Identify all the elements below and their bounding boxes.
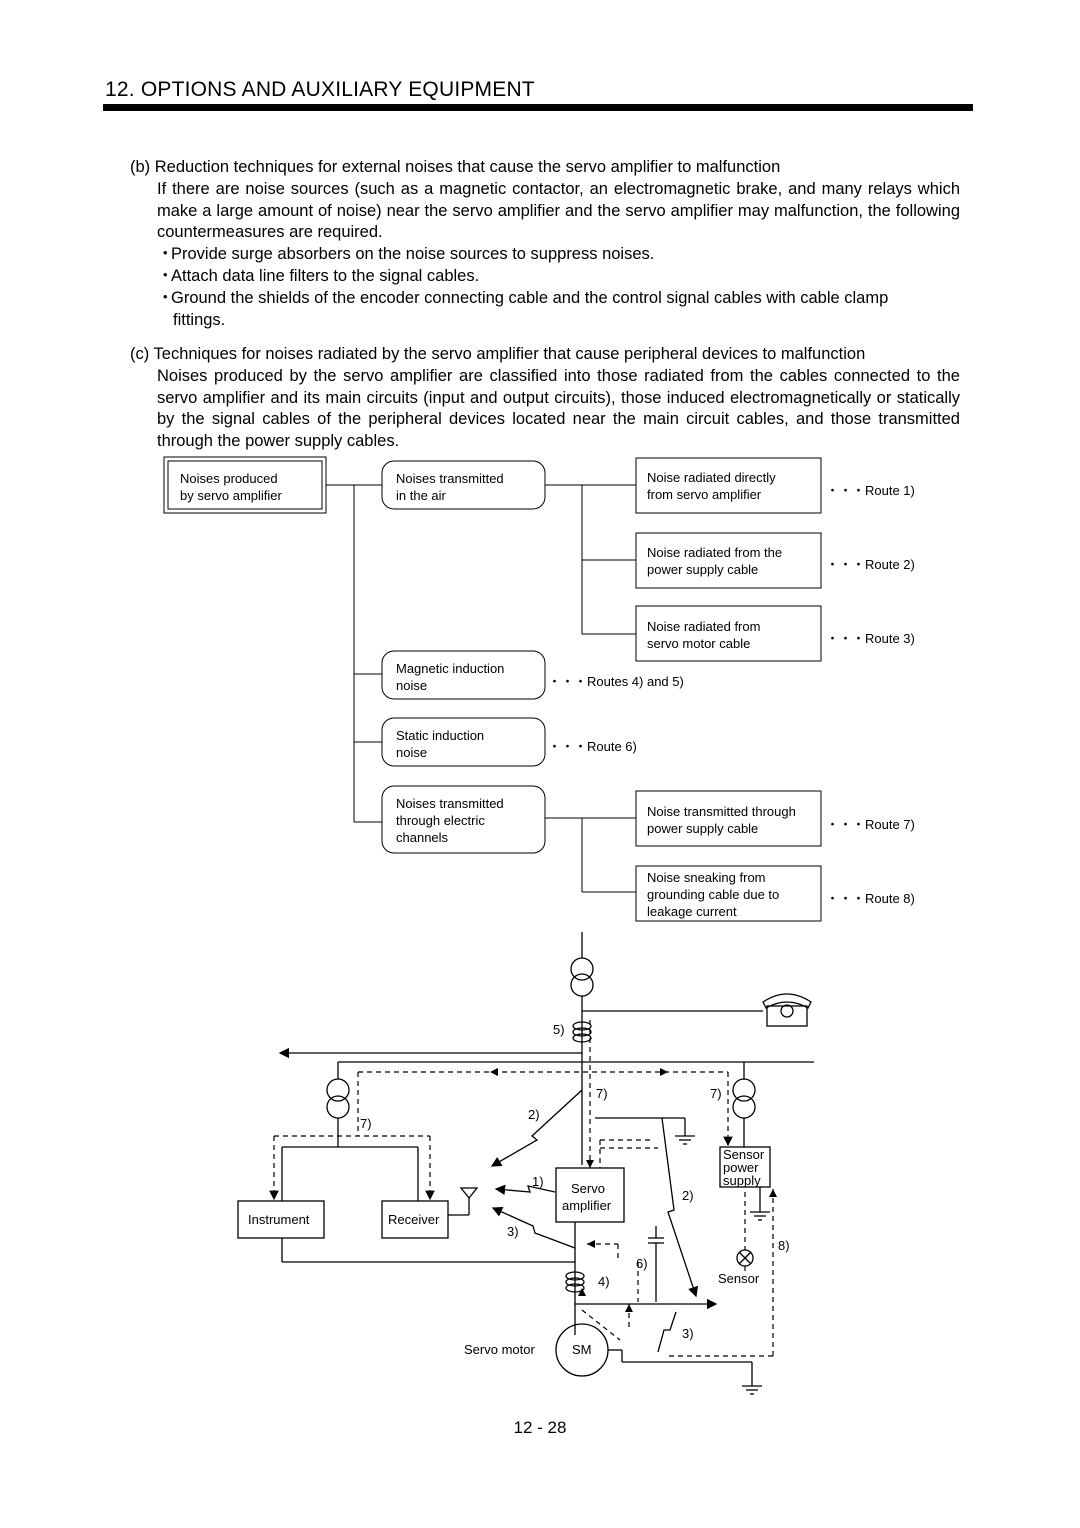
route-marker-1: 1) [532, 1174, 544, 1189]
section-b-body: If there are noise sources (such as a ma… [157, 179, 960, 242]
root-line-2: by servo amplifier [180, 488, 283, 503]
sensor-supply-line-2: power [723, 1160, 759, 1175]
section-c: (c) Techniques for noises radiated by th… [130, 344, 960, 453]
route-7-label: ・・・Route 7) [826, 817, 915, 832]
leaf8-line-1: Noise sneaking from [647, 870, 766, 885]
leaf2-line-2: power supply cable [647, 562, 758, 577]
static-line-1: Static induction [396, 728, 484, 743]
sensor-supply-line-1: Sensor [723, 1147, 765, 1162]
bullet-2: ・Attach data line filters to the signal … [157, 266, 480, 285]
leaf7-line-1: Noise transmitted through [647, 804, 796, 819]
receiver-label: Receiver [388, 1212, 440, 1227]
leaf8-line-2: grounding cable due to [647, 887, 779, 902]
leaf2-line-1: Noise radiated from the [647, 545, 782, 560]
routes-4-5-label: ・・・Routes 4) and 5) [548, 674, 684, 689]
instrument-label: Instrument [248, 1212, 310, 1227]
route-marker-2b: 2) [682, 1188, 694, 1203]
route-marker-7b: 7) [710, 1086, 722, 1101]
route-marker-5: 5) [553, 1022, 565, 1037]
route-marker-3b: 3) [682, 1326, 694, 1341]
header-rule [103, 104, 973, 111]
electric-line-3: channels [396, 830, 449, 845]
noise-route-circuit: Instrument Receiver Servo amplifier Sens… [237, 932, 814, 1395]
bullet-3: ・Ground the shields of the encoder conne… [157, 288, 889, 307]
route-8-label: ・・・Route 8) [826, 891, 915, 906]
route-1-label: ・・・Route 1) [826, 483, 915, 498]
sensor-supply-line-3: supply [723, 1173, 761, 1188]
ferrite-core-4-icon [565, 1271, 585, 1293]
route-marker-8: 8) [778, 1238, 790, 1253]
section-c-body: Noises produced by the servo amplifier a… [157, 366, 960, 451]
leaf1-line-1: Noise radiated directly [647, 470, 776, 485]
route-2-label: ・・・Route 2) [826, 557, 915, 572]
top-transformer-icon [570, 932, 594, 1020]
air-line-1: Noises transmitted [396, 471, 504, 486]
antenna-icon [448, 1187, 479, 1216]
noise-tree-diagram: Noises produced by servo amplifier Noise… [163, 456, 915, 922]
page-number: 12 - 28 [513, 1418, 567, 1437]
magnetic-line-2: noise [396, 678, 427, 693]
route-marker-2a: 2) [528, 1107, 540, 1122]
magnetic-line-1: Magnetic induction [396, 661, 504, 676]
servo-amp-line-1: Servo [571, 1181, 605, 1196]
route-marker-7a: 7) [596, 1086, 608, 1101]
servo-motor-label: Servo motor [464, 1342, 535, 1357]
route-marker-6: 6) [636, 1256, 648, 1271]
root-line-1: Noises produced [180, 471, 278, 486]
section-b: (b) Reduction techniques for external no… [130, 157, 960, 331]
page-header: 12. OPTIONS AND AUXILIARY EQUIPMENT [105, 78, 535, 101]
route-marker-7c: 7) [360, 1116, 372, 1131]
route-6-label: ・・・Route 6) [548, 739, 637, 754]
static-line-2: noise [396, 745, 427, 760]
leaf3-line-2: servo motor cable [647, 636, 750, 651]
route-marker-3a: 3) [507, 1224, 519, 1239]
leaf3-line-1: Noise radiated from [647, 619, 760, 634]
electric-line-2: through electric [396, 813, 485, 828]
leaf1-line-2: from servo amplifier [647, 487, 762, 502]
section-c-heading: (c) Techniques for noises radiated by th… [130, 345, 866, 363]
sensor-lamp-icon [736, 1249, 754, 1267]
route-marker-4: 4) [598, 1274, 610, 1289]
air-line-2: in the air [396, 488, 447, 503]
sm-label: SM [572, 1342, 592, 1357]
bullet-1-text: Provide surge absorbers on the noise sou… [171, 245, 655, 264]
telephone-icon [762, 993, 812, 1027]
left-transformer-icon [326, 1062, 350, 1147]
route-3-label: ・・・Route 3) [826, 631, 915, 646]
electric-line-1: Noises transmitted [396, 796, 504, 811]
right-transformer-icon [732, 1062, 756, 1147]
leaf8-line-3: leakage current [647, 904, 737, 919]
leaf7-line-2: power supply cable [647, 821, 758, 836]
sensor-label: Sensor [718, 1271, 760, 1286]
bullet-3-text: Ground the shields of the encoder connec… [171, 288, 889, 307]
servo-amp-line-2: amplifier [562, 1198, 612, 1213]
section-b-heading: (b) Reduction techniques for external no… [130, 158, 781, 176]
bullet-1: ・Provide surge absorbers on the noise so… [157, 245, 655, 264]
bullet-2-text: Attach data line filters to the signal c… [171, 266, 480, 285]
bullet-3-continuation: fittings. [173, 310, 226, 329]
